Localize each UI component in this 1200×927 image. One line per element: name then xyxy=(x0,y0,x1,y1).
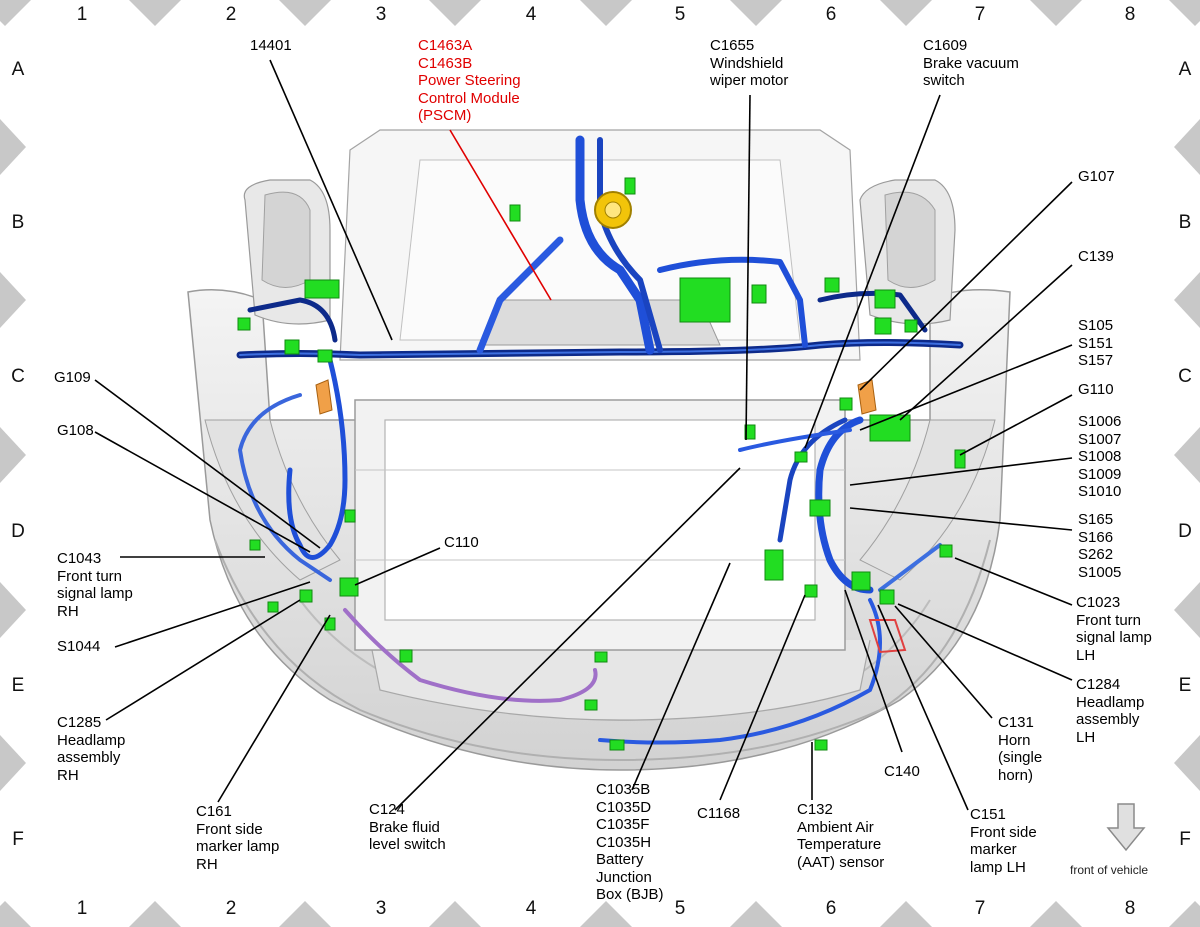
label-g109: G109 xyxy=(54,369,91,386)
label-g108: G108 xyxy=(57,422,94,439)
label-s165: S165 S166 S262 S1005 xyxy=(1078,511,1122,581)
label-c1168: C1168 xyxy=(697,805,741,822)
grid-col-5-bottom: 5 xyxy=(674,898,686,919)
border-diamond-top-1 xyxy=(129,0,181,26)
front-indicator: front of vehicle xyxy=(1068,800,1188,880)
border-diamond-right-1 xyxy=(1174,272,1200,328)
label-g110: G110 xyxy=(1078,381,1114,398)
label-c1284: C1284 Headlamp assembly LH xyxy=(1076,676,1145,746)
border-diamond-right-3 xyxy=(1174,582,1200,638)
label-c1285: C1285 Headlamp assembly RH xyxy=(57,714,126,784)
grid-col-2-bottom: 2 xyxy=(225,898,237,919)
grid-row-C-right: C xyxy=(1178,366,1192,387)
grid-row-B-left: B xyxy=(11,212,25,233)
grid-col-1-bottom: 1 xyxy=(76,898,88,919)
border-diamond-right-4 xyxy=(1174,735,1200,791)
label-c1023: C1023 Front turn signal lamp LH xyxy=(1076,594,1152,664)
border-diamond-top-8 xyxy=(1169,0,1200,26)
border-diamond-bottom-7 xyxy=(1030,901,1082,927)
border-diamond-top-2 xyxy=(279,0,331,26)
border-diamond-left-0 xyxy=(0,119,26,175)
border-diamond-right-2 xyxy=(1174,427,1200,483)
grid-col-4-top: 4 xyxy=(525,4,537,25)
grid-row-C-left: C xyxy=(11,366,25,387)
grid-col-5-top: 5 xyxy=(674,4,686,25)
vehicle-body xyxy=(187,129,1011,771)
callout-leaders xyxy=(94,59,1073,811)
label-14401: 14401 xyxy=(250,37,292,54)
border-diamond-left-3 xyxy=(0,582,26,638)
label-c124: C124 Brake fluid level switch xyxy=(369,801,446,853)
grid-col-1-top: 1 xyxy=(76,4,88,25)
label-c132: C132 Ambient Air Temperature (AAT) senso… xyxy=(797,801,885,871)
grid-col-7-bottom: 7 xyxy=(974,898,986,919)
grid-row-E-right: E xyxy=(1178,675,1192,696)
label-c1035: C1035B C1035D C1035F C1035H Battery Junc… xyxy=(596,781,664,903)
label-s1006: S1006 S1007 S1008 S1009 S1010 xyxy=(1078,413,1122,500)
label-c1043: C1043 Front turn signal lamp RH xyxy=(57,550,133,620)
label-c161: C161 Front side marker lamp RH xyxy=(196,803,280,873)
border-diamond-bottom-6 xyxy=(880,901,932,927)
border-diamond-bottom-1 xyxy=(129,901,181,927)
grid-row-A-right: A xyxy=(1178,59,1192,80)
label-s1044: S1044 xyxy=(57,638,101,655)
border-diamond-left-4 xyxy=(0,735,26,791)
grid-row-E-left: E xyxy=(11,675,25,696)
border-diamond-right-0 xyxy=(1174,119,1200,175)
border-diamond-top-5 xyxy=(730,0,782,26)
label-c110: C110 xyxy=(444,534,479,551)
label-c131: C131 Horn (single horn) xyxy=(998,714,1043,784)
border-diamond-bottom-3 xyxy=(429,901,481,927)
grid-col-8-bottom: 8 xyxy=(1124,898,1136,919)
border-diamond-left-2 xyxy=(0,427,26,483)
label-c140: C140 xyxy=(884,763,920,780)
grid-row-F-left: F xyxy=(12,829,24,850)
grid-row-F-right: F xyxy=(1179,829,1191,850)
grid-col-2-top: 2 xyxy=(225,4,237,25)
label-c151: C151 Front side marker lamp LH xyxy=(970,806,1037,876)
grid-col-4-bottom: 4 xyxy=(525,898,537,919)
border-diamond-top-4 xyxy=(580,0,632,26)
grid-col-6-top: 6 xyxy=(825,4,837,25)
border-diamond-bottom-2 xyxy=(279,901,331,927)
grid-col-8-top: 8 xyxy=(1124,4,1136,25)
border-diamond-top-3 xyxy=(429,0,481,26)
border-diamond-top-7 xyxy=(1030,0,1082,26)
grid-col-7-top: 7 xyxy=(974,4,986,25)
border-diamond-left-1 xyxy=(0,272,26,328)
down-arrow-icon xyxy=(1106,803,1146,852)
label-g107: G107 xyxy=(1078,168,1115,185)
border-diamond-bottom-8 xyxy=(1169,901,1200,927)
border-diamond-top-6 xyxy=(880,0,932,26)
grid-col-6-bottom: 6 xyxy=(825,898,837,919)
border-diamond-bottom-0 xyxy=(0,901,31,927)
grid-row-A-left: A xyxy=(11,59,25,80)
label-c1609: C1609 Brake vacuum switch xyxy=(923,37,1019,89)
label-pscm: C1463A C1463B Power Steering Control Mod… xyxy=(418,37,521,124)
border-diamond-bottom-5 xyxy=(730,901,782,927)
grid-row-D-left: D xyxy=(11,521,25,542)
label-c139: C139 xyxy=(1078,248,1114,265)
border-diamond-bottom-4 xyxy=(580,901,632,927)
components xyxy=(315,191,907,654)
border-diamond-top-0 xyxy=(0,0,31,26)
label-c1655: C1655 Windshield wiper motor xyxy=(710,37,789,89)
grid-row-D-right: D xyxy=(1178,521,1192,542)
grid-col-3-bottom: 3 xyxy=(375,898,387,919)
connectors xyxy=(237,177,966,751)
grid-col-3-top: 3 xyxy=(375,4,387,25)
grid-row-B-right: B xyxy=(1178,212,1192,233)
label-s105: S105 S151 S157 xyxy=(1078,317,1114,369)
front-of-vehicle-label: front of vehicle xyxy=(1070,863,1149,877)
